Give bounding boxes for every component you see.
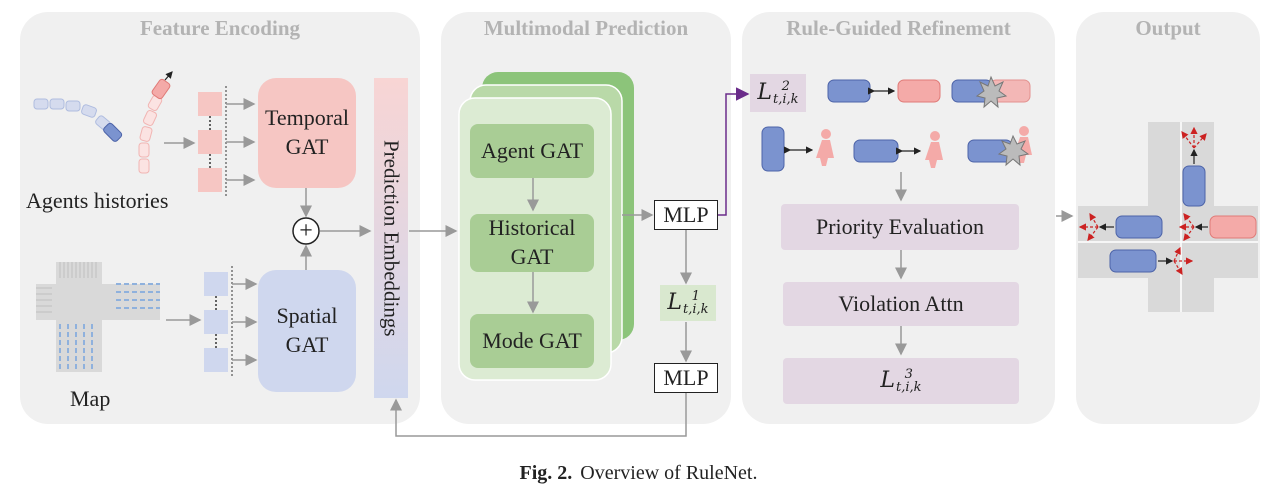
loss3-sub: t,i,k bbox=[896, 380, 922, 395]
rule-guided-refinement-title: Rule-Guided Refinement bbox=[786, 16, 1011, 40]
spatial-gat-box: Spatial GAT bbox=[258, 270, 356, 392]
rule-conflict-icons bbox=[761, 75, 1032, 172]
output-predicted-trajectories bbox=[1078, 126, 1207, 276]
map-icon bbox=[36, 262, 160, 372]
multimodal-prediction-title: Multimodal Prediction bbox=[483, 16, 689, 40]
output-title: Output bbox=[1135, 16, 1201, 40]
temporal-feature-tokens bbox=[198, 86, 227, 198]
sum-operator: + bbox=[299, 218, 313, 244]
prediction-embeddings-label: Prediction Embeddings bbox=[379, 139, 404, 337]
caption-label: Fig. 2. bbox=[519, 462, 573, 484]
agents-histories-label: Agents histories bbox=[26, 188, 169, 213]
map-label: Map bbox=[70, 386, 111, 411]
agents-trajectory-icons bbox=[33, 71, 173, 174]
output-vehicles bbox=[1109, 165, 1257, 273]
agent-gat-box: Agent GAT bbox=[470, 124, 594, 178]
loss1-sup: 1 bbox=[691, 289, 700, 304]
temporal-gat-box: Temporal GAT bbox=[258, 78, 356, 188]
prediction-embeddings-bar: Prediction Embeddings bbox=[374, 78, 408, 398]
loss2-base: L bbox=[757, 79, 773, 105]
loss2-sub: t,i,k bbox=[773, 92, 799, 107]
mlp-bottom-box: MLP bbox=[654, 363, 718, 393]
caption-text: Overview of RuleNet. bbox=[580, 462, 758, 484]
spatial-feature-tokens bbox=[204, 266, 233, 378]
feature-encoding-title: Feature Encoding bbox=[139, 16, 301, 40]
loss3-base: L bbox=[880, 367, 896, 393]
mlp-top-box: MLP bbox=[654, 200, 718, 230]
loss2-sup: 2 bbox=[781, 79, 790, 94]
loss1-sub: t,i,k bbox=[683, 302, 709, 317]
mode-gat-box: Mode GAT bbox=[470, 314, 594, 368]
figure-caption: Fig. 2. Overview of RuleNet. bbox=[0, 462, 1277, 485]
loss1-base: L bbox=[667, 289, 683, 315]
historical-gat-box: Historical GAT bbox=[470, 214, 594, 272]
priority-evaluation-box: Priority Evaluation bbox=[781, 204, 1019, 250]
output-intersection-map bbox=[1078, 122, 1258, 312]
violation-attn-box: Violation Attn bbox=[783, 282, 1019, 326]
loss3-sup: 3 bbox=[904, 367, 913, 382]
